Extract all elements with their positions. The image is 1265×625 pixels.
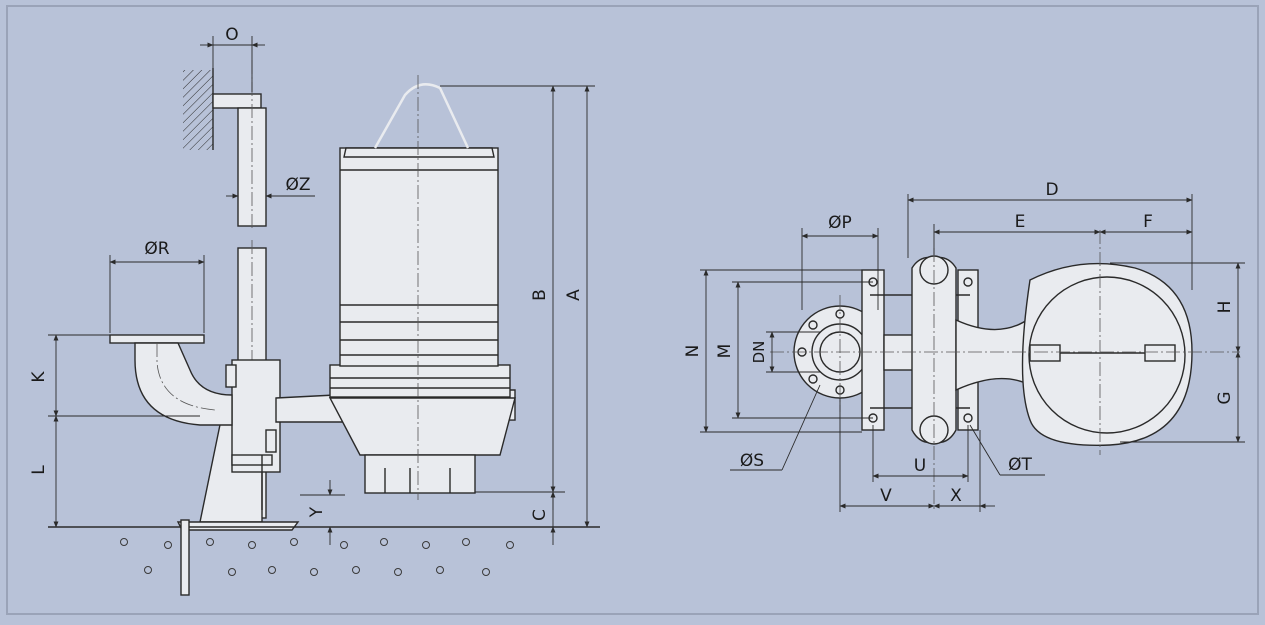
label-X: X <box>950 486 962 506</box>
concrete-texture <box>120 538 514 576</box>
motor-base-ring <box>329 364 511 398</box>
label-R: ØR <box>144 239 169 259</box>
coupling-plate <box>231 359 281 473</box>
label-G: G <box>1215 391 1235 404</box>
label-B: B <box>530 289 550 301</box>
label-P: ØP <box>828 213 852 233</box>
suction-cage <box>364 454 476 494</box>
label-K: K <box>29 371 49 383</box>
anchor-bolt <box>180 519 190 596</box>
volute-casing <box>328 397 516 456</box>
base-foot <box>176 521 300 531</box>
label-DN: DN <box>750 341 768 364</box>
label-Z: ØZ <box>285 175 310 195</box>
label-A: A <box>564 289 584 301</box>
label-Y: Y <box>307 506 327 518</box>
pump-arm <box>955 316 1031 392</box>
label-S: ØS <box>740 451 764 471</box>
label-H: H <box>1215 301 1235 314</box>
label-L: L <box>29 465 49 475</box>
label-V: V <box>880 486 892 506</box>
elbow-pipe <box>134 342 233 426</box>
discharge-flange <box>109 334 205 344</box>
base-plate-left <box>861 269 885 431</box>
wall-hatch <box>183 70 213 150</box>
pump-circle <box>1028 276 1186 434</box>
label-E: E <box>1015 212 1026 232</box>
label-M: M <box>715 344 735 359</box>
label-D: D <box>1045 180 1058 200</box>
side-view: O ØZ ØR K L <box>29 25 600 596</box>
guide-bracket <box>212 93 262 109</box>
label-F: F <box>1143 212 1153 232</box>
label-T: ØT <box>1008 455 1032 475</box>
top-view: D E F ØP N M DN H G ØS <box>683 180 1245 512</box>
label-O: O <box>225 25 238 45</box>
motor-housing <box>339 147 499 367</box>
label-C: C <box>530 509 550 521</box>
label-N: N <box>683 345 703 358</box>
label-U: U <box>914 456 926 476</box>
